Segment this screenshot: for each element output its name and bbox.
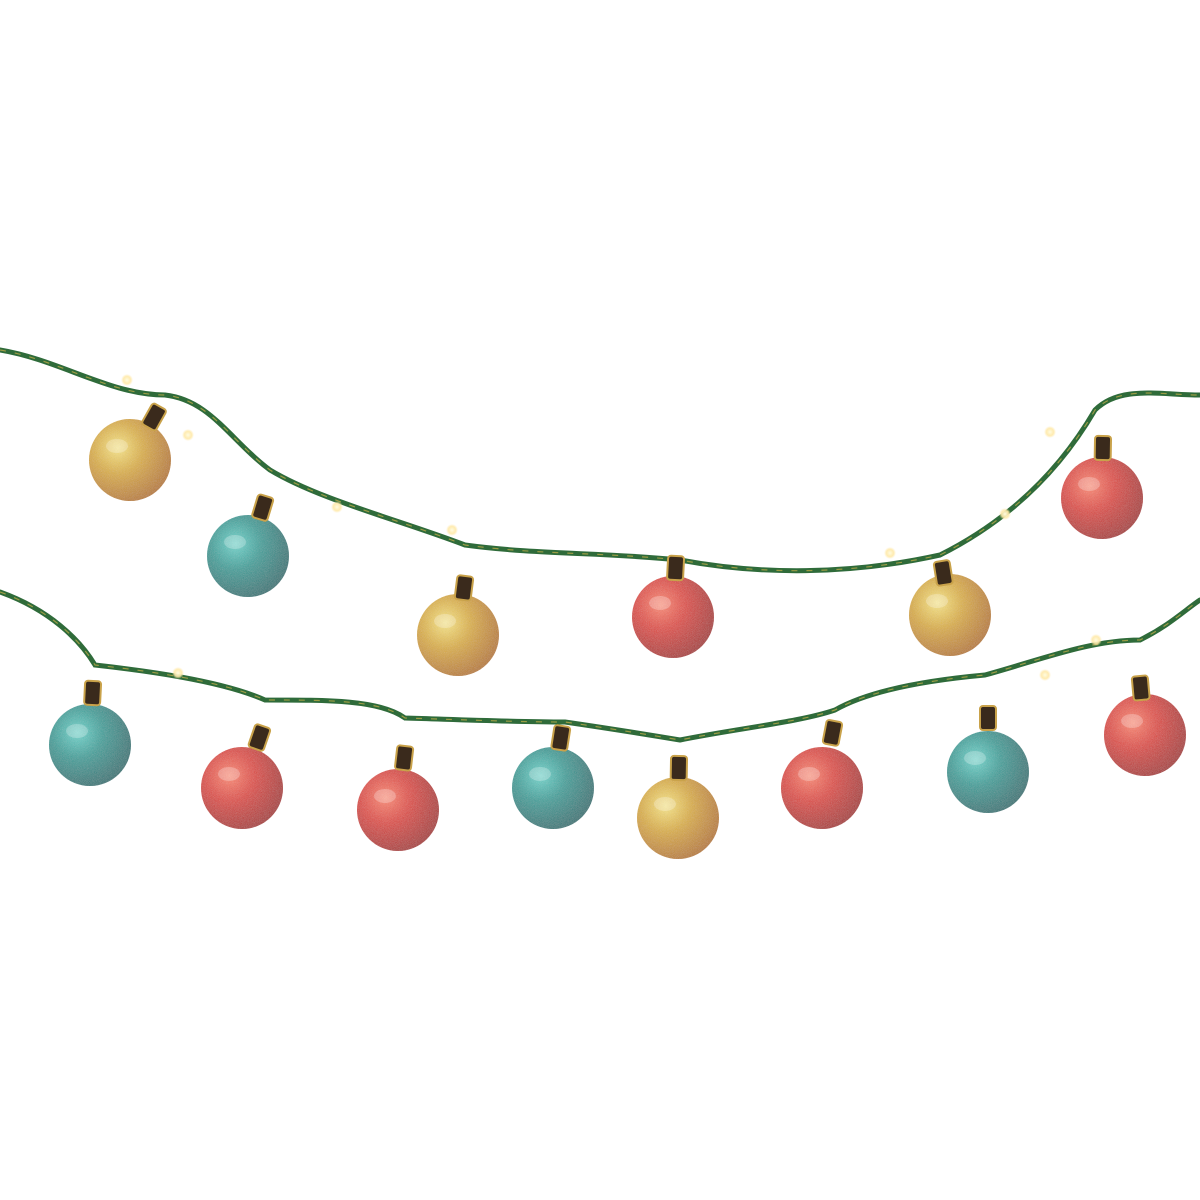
red-bulb bbox=[781, 719, 863, 829]
bulb-glass bbox=[1104, 694, 1186, 776]
bulb-socket bbox=[251, 493, 275, 522]
bulb-socket bbox=[932, 559, 954, 587]
red-bulb bbox=[632, 554, 714, 658]
bulb-glass bbox=[89, 419, 171, 501]
bulb-highlight bbox=[529, 767, 551, 781]
fairy-light bbox=[1039, 669, 1051, 681]
bulb-highlight bbox=[1078, 477, 1100, 491]
red-bulb bbox=[1104, 674, 1186, 776]
bulb-highlight bbox=[654, 797, 676, 811]
gold-bulb bbox=[89, 402, 171, 501]
red-bulb bbox=[357, 744, 439, 851]
bulb-glass bbox=[512, 747, 594, 829]
bulbs bbox=[49, 402, 1186, 859]
bulb-highlight bbox=[649, 596, 671, 610]
bulb-highlight bbox=[374, 789, 396, 803]
lower-strand bbox=[0, 589, 1200, 743]
fairy-light bbox=[182, 429, 194, 441]
bulb-socket bbox=[821, 719, 844, 747]
fairy-lights bbox=[121, 374, 1102, 681]
bulb-socket bbox=[979, 705, 997, 731]
bulb-glass bbox=[357, 769, 439, 851]
teal-bulb bbox=[207, 493, 289, 597]
bulb-socket bbox=[550, 724, 572, 752]
bulb-highlight bbox=[926, 594, 948, 608]
bulb-glass bbox=[49, 704, 131, 786]
fairy-light bbox=[446, 524, 458, 536]
bulb-glass bbox=[1061, 457, 1143, 539]
red-bulb bbox=[1061, 434, 1143, 539]
teal-bulb bbox=[512, 724, 594, 829]
bulb-highlight bbox=[106, 439, 128, 453]
bulb-highlight bbox=[798, 767, 820, 781]
fairy-light bbox=[884, 547, 896, 559]
bulb-highlight bbox=[1121, 714, 1143, 728]
fairy-light bbox=[999, 508, 1011, 520]
fairy-light bbox=[121, 374, 133, 386]
bulb-glass bbox=[781, 747, 863, 829]
teal-bulb bbox=[947, 705, 1029, 813]
bulb-highlight bbox=[218, 767, 240, 781]
bulb-glass bbox=[417, 594, 499, 676]
bulb-glass bbox=[201, 747, 283, 829]
bulb-socket bbox=[669, 754, 689, 782]
fairy-light bbox=[1044, 426, 1056, 438]
bulb-glass bbox=[947, 731, 1029, 813]
bulb-socket bbox=[141, 402, 167, 432]
bulb-socket bbox=[83, 679, 103, 707]
bulb-glass bbox=[207, 515, 289, 597]
fairy-light bbox=[331, 501, 343, 513]
gold-bulb bbox=[417, 574, 499, 676]
bulb-socket bbox=[1130, 674, 1151, 702]
bulb-highlight bbox=[434, 614, 456, 628]
bulb-socket bbox=[1093, 434, 1113, 462]
fairy-light bbox=[172, 667, 184, 679]
gold-bulb bbox=[909, 559, 991, 656]
bulb-socket bbox=[666, 554, 686, 582]
upper-wire bbox=[0, 347, 1200, 574]
bulb-socket bbox=[394, 744, 415, 772]
bulb-highlight bbox=[66, 724, 88, 738]
bulb-glass bbox=[637, 777, 719, 859]
gold-bulb bbox=[637, 754, 719, 859]
bulb-socket bbox=[247, 723, 272, 752]
red-bulb bbox=[201, 723, 283, 829]
bulb-highlight bbox=[224, 535, 246, 549]
bulb-glass bbox=[632, 576, 714, 658]
lower-wire bbox=[0, 589, 1200, 743]
bulb-socket bbox=[453, 574, 475, 602]
bulb-highlight bbox=[964, 751, 986, 765]
upper-strand bbox=[0, 347, 1200, 574]
fairy-light bbox=[1090, 634, 1102, 646]
teal-bulb bbox=[49, 679, 131, 786]
bulb-glass bbox=[909, 574, 991, 656]
